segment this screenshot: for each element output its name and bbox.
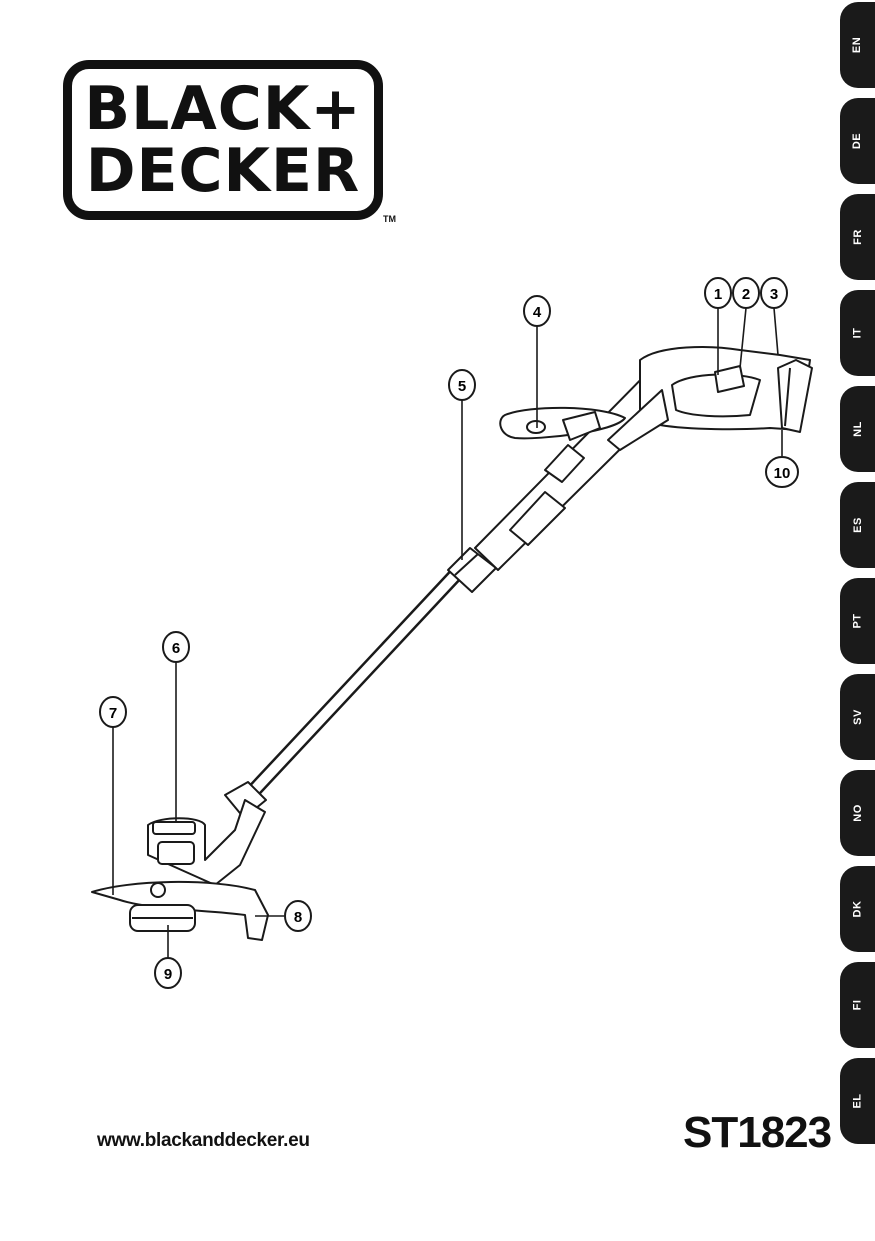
tab-nl[interactable]: NL [840, 386, 875, 472]
website-url: www.blackanddecker.eu [97, 1130, 310, 1151]
tab-it[interactable]: IT [840, 290, 875, 376]
callout-10: 10 [765, 456, 799, 488]
tab-fr[interactable]: FR [840, 194, 875, 280]
callout-4: 4 [523, 295, 551, 327]
logo-line-2: DECKER [85, 136, 361, 206]
callout-5: 5 [448, 369, 476, 401]
svg-text:10: 10 [774, 465, 791, 482]
svg-text:4: 4 [533, 304, 542, 321]
tab-en[interactable]: EN [840, 2, 875, 88]
tab-es[interactable]: ES [840, 482, 875, 568]
callout-8: 8 [284, 900, 312, 932]
callout-1: 1 [704, 277, 732, 309]
callout-7: 7 [99, 696, 127, 728]
svg-text:7: 7 [109, 705, 117, 722]
svg-text:6: 6 [172, 640, 180, 657]
model-number: ST1823 [683, 1108, 832, 1157]
tab-fi[interactable]: FI [840, 962, 875, 1048]
tab-dk[interactable]: DK [840, 866, 875, 952]
svg-text:2: 2 [742, 286, 750, 303]
tab-sv[interactable]: SV [840, 674, 875, 760]
logo-line-1: BLACK+ [84, 74, 362, 144]
brand-logo: BLACK+ DECKER [63, 60, 383, 220]
svg-text:1: 1 [714, 286, 722, 303]
tab-de[interactable]: DE [840, 98, 875, 184]
callout-3: 3 [760, 277, 788, 309]
callout-9: 9 [154, 957, 182, 989]
callout-2: 2 [732, 277, 760, 309]
tab-el[interactable]: EL [840, 1058, 875, 1144]
svg-text:9: 9 [164, 966, 172, 983]
trademark-mark: TM [383, 214, 396, 224]
svg-text:3: 3 [770, 286, 778, 303]
tab-pt[interactable]: PT [840, 578, 875, 664]
callout-leaders [112, 307, 783, 958]
svg-text:5: 5 [458, 378, 466, 395]
tab-no[interactable]: NO [840, 770, 875, 856]
trimmer-drawing [91, 346, 813, 941]
callout-6: 6 [162, 631, 190, 663]
svg-text:8: 8 [294, 909, 302, 926]
